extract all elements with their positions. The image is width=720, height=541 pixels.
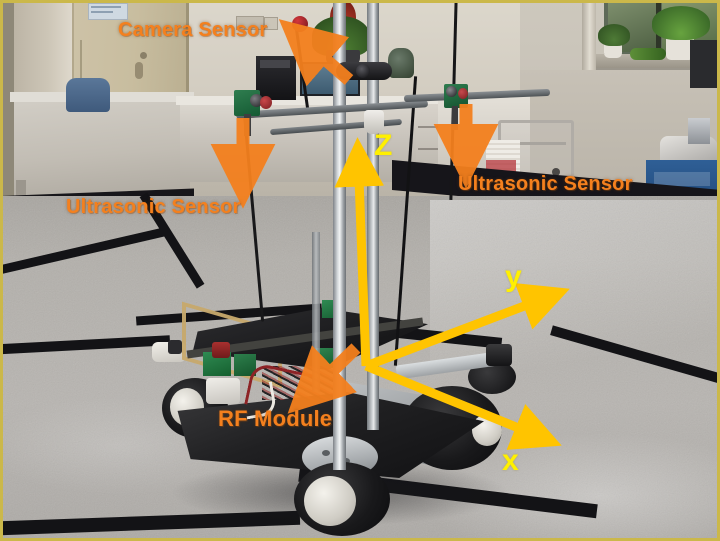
axis-line-x — [364, 361, 562, 450]
desk-left — [14, 94, 190, 207]
ultrasonic-transducer-icon — [250, 94, 263, 107]
caster-bolt-hole — [322, 450, 330, 456]
caster-bolt-hole — [342, 458, 350, 464]
plant-leaves — [652, 6, 710, 40]
plant-leaves — [388, 48, 414, 78]
axis-label-z: Z — [374, 129, 393, 162]
rack-caster — [552, 168, 560, 176]
wall-socket-icon — [236, 16, 264, 30]
metal-rack-bar — [500, 142, 566, 145]
robot-mast-rail — [312, 232, 320, 392]
door-sign-text-line — [91, 6, 121, 8]
ultrasonic-transducer-icon — [458, 88, 468, 99]
label-ultrasonic-sensor-right: Ultrasonic Sensor — [458, 173, 633, 195]
plant-leaves — [598, 24, 630, 46]
floor-object-dark — [168, 340, 182, 354]
robot-arm-end-cap — [486, 344, 512, 366]
door-lock-icon — [140, 52, 147, 59]
computer-vent — [260, 60, 290, 68]
ultrasonic-transducer-icon — [446, 86, 457, 97]
axis-line-z — [334, 137, 385, 367]
label-rf-module: RF Module — [218, 406, 333, 431]
axis-label-x: x — [502, 444, 519, 477]
plant-pot — [604, 42, 622, 58]
axis-line-y — [364, 283, 570, 371]
metal-object — [688, 118, 710, 144]
robot-circuit-board — [234, 354, 256, 376]
camera-lens-icon — [356, 64, 370, 78]
robot-sensor-bar-hub — [364, 110, 384, 134]
ultrasonic-sensor-right-post — [452, 106, 458, 130]
axis-label-y: y — [505, 260, 522, 293]
robot-wheel-hub — [304, 476, 356, 526]
desk-left-leg — [16, 180, 26, 208]
label-camera-sensor: Camera Sensor — [118, 19, 268, 41]
door-sign-text-line — [91, 11, 113, 13]
arrow-camera-sensor — [278, 19, 354, 87]
plant-leaves — [630, 48, 666, 60]
dark-shelf — [690, 40, 720, 88]
door-handle-icon — [135, 62, 143, 79]
desk-center-top — [176, 96, 516, 105]
wall-switch-icon — [264, 17, 278, 30]
plant-pot — [666, 36, 694, 60]
robot-battery-box — [206, 378, 240, 404]
label-ultrasonic-sensor-left: Ultrasonic Sensor — [66, 196, 241, 218]
crate-label — [654, 172, 710, 186]
ultrasonic-transducer-icon — [260, 96, 272, 109]
office-chair — [66, 78, 110, 112]
arrow-rf-module — [287, 343, 361, 414]
robot-component-red — [212, 342, 230, 358]
wall-left-edge — [0, 0, 14, 232]
